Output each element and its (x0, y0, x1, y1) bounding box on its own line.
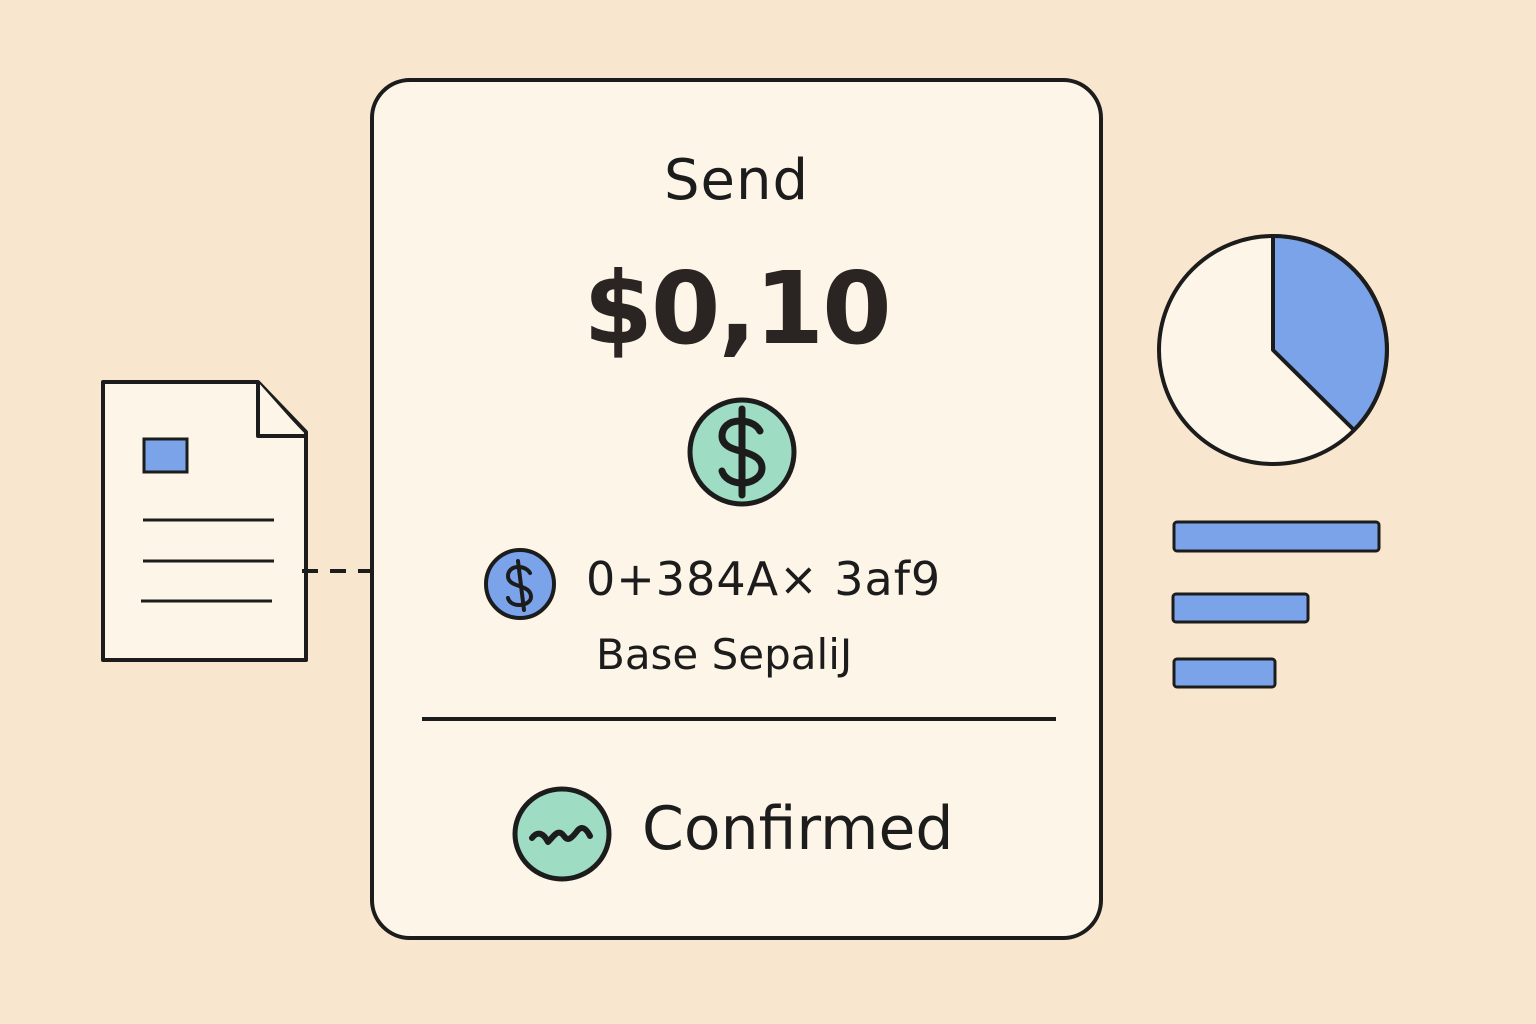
card-title: Send (663, 148, 810, 213)
amount-value: $0,10 (583, 250, 891, 367)
divider (422, 717, 1056, 721)
transaction-card: Send $0,10 0+384A× 3af9 Base SepaliJ Con… (370, 78, 1103, 940)
status-label: Confirmed (642, 794, 954, 864)
network-name: Base SepaliJ (596, 630, 853, 679)
check-circle-icon (512, 786, 612, 882)
dollar-coin-icon (687, 397, 797, 507)
document-icon (101, 380, 308, 662)
recipient-address: 0+384A× 3af9 (586, 552, 942, 606)
token-coin-icon (484, 548, 556, 620)
bar-list-icon (1171, 520, 1381, 689)
pie-chart-icon (1157, 234, 1389, 466)
